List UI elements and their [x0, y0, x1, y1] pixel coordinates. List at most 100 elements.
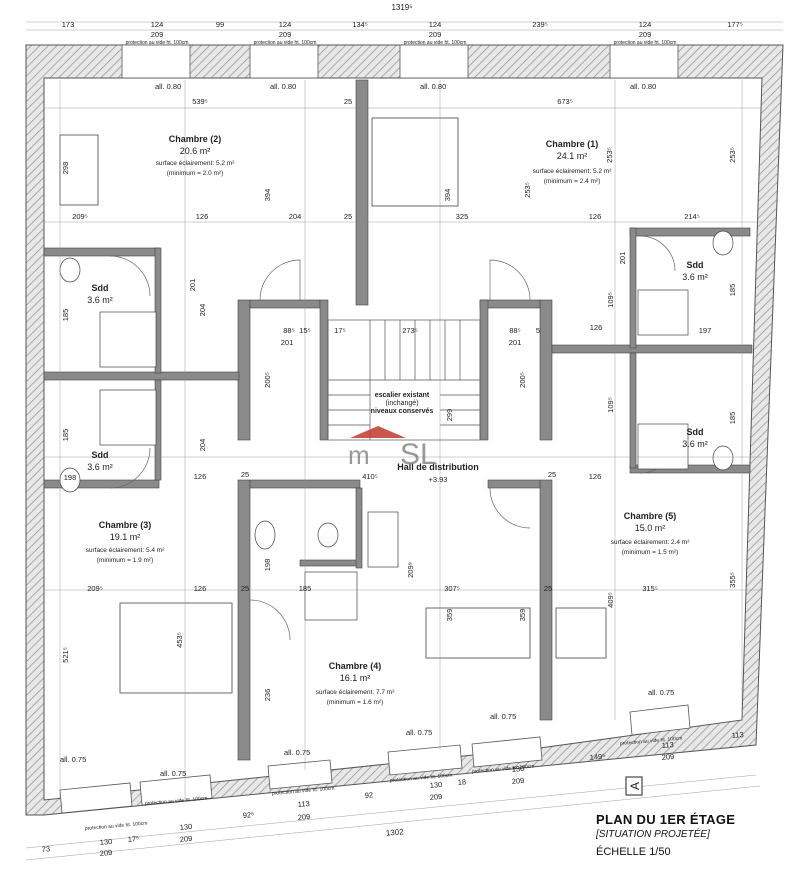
bottom-seg-6: 113 [297, 799, 310, 809]
logo-watermark: m SL [340, 424, 456, 471]
dim-126-b: 126 [589, 212, 602, 221]
allege-bot-1: all. 0.75 [60, 755, 86, 764]
dim-355: 355⁵ [728, 572, 737, 588]
allege-bot-6: all. 0.75 [648, 688, 674, 697]
section-letter: A [628, 782, 642, 790]
window-width-1: 209 [151, 30, 164, 39]
allege-bot-5: all. 0.75 [490, 712, 516, 721]
room-chambre2-name: Chambre (2) [169, 134, 222, 144]
dim-204-a: 204 [289, 212, 302, 221]
bottom-overall: 1302 [386, 827, 405, 838]
dim-126-e: 126 [589, 472, 602, 481]
room-chambre5-name: Chambre (5) [624, 511, 677, 521]
room-chambre4-name: Chambre (4) [329, 661, 382, 671]
dim-236: 236 [263, 689, 272, 702]
protection-bot-3: protection au vide ht. 100cm [272, 786, 335, 797]
overall-width: 1319⁵ [391, 3, 412, 12]
room-chambre2-surf: surface éclairement: 5.2 m² [156, 160, 236, 167]
dim-185-b: 185 [61, 429, 70, 442]
dim-209-5-b: 209⁵ [87, 584, 103, 593]
stair-label-2: (inchangé) [385, 400, 418, 407]
top-seg-2: 124 [151, 20, 164, 29]
room-chambre5-area: 15.0 m² [635, 523, 666, 533]
top-seg-7: 239⁵ [532, 20, 548, 29]
dim-197: 197 [699, 326, 712, 335]
dim-253-a: 253⁵ [523, 182, 532, 198]
room-sdd1-area: 3.6 m² [87, 295, 113, 305]
room-chambre1-min: (minimum = 2.4 m²) [544, 178, 601, 185]
top-seg-5: 134⁵ [352, 20, 368, 29]
bottom-seg-8: 130 [429, 780, 442, 790]
allege-bot-3: all. 0.75 [284, 748, 310, 757]
room-hall-name: Hall de distribution [397, 462, 479, 472]
dim-298: 298 [61, 162, 70, 175]
dim-185-d: 185 [728, 412, 737, 425]
allege-bot-2: all. 0.75 [160, 769, 186, 778]
protection-bot-1: protection au vide ht. 100cm [85, 821, 148, 832]
protection-2: protection au vide ht. 100cm [254, 40, 317, 46]
dim-315: 315⁵ [642, 584, 658, 593]
bed-chambre2 [59, 134, 99, 206]
dim-299: 299 [445, 409, 454, 422]
protection-bot-2: protection au vide ht. 100cm [145, 796, 208, 807]
top-seg-3: 99 [216, 20, 224, 29]
outer-walls [25, 44, 784, 816]
dim-201-a: 201 [188, 279, 197, 292]
room-sdd3-area: 3.6 m² [682, 272, 708, 282]
dim-410: 410⁵ [362, 472, 378, 481]
logo-prefix: m [348, 440, 370, 468]
bottom-win-3: 209 [297, 812, 310, 822]
dim-109-b: 109⁵ [606, 397, 615, 413]
bottom-win-1: 209 [99, 848, 112, 858]
top-seg-9: 177⁵ [727, 20, 743, 29]
dim-126-f: 126 [194, 584, 207, 593]
bottom-seg-13: 113 [731, 730, 744, 740]
bottom-seg-4: 130 [179, 822, 192, 832]
room-sdd3-name: Sdd [687, 260, 704, 270]
bottom-seg-9: 18 [457, 777, 466, 787]
dim-88-b: 88⁵ [509, 326, 520, 335]
protection-bot-5: protection au vide ht. 100cm [472, 764, 535, 775]
dim-109-a: 109⁵ [606, 292, 615, 308]
allege-top-2: all. 0.80 [270, 82, 296, 91]
room-chambre3-area: 19.1 m² [110, 532, 141, 542]
dim-521: 521⁵ [61, 647, 70, 663]
dim-200-b: 200⁵ [518, 372, 527, 388]
logo-text: SL [400, 438, 437, 468]
top-seg-4: 124 [279, 20, 292, 29]
top-seg-1: 173 [62, 20, 75, 29]
dim-325: 325 [456, 212, 469, 221]
title-block: PLAN DU 1ER ÉTAGE [SITUATION PROJETÉE] É… [596, 812, 801, 858]
dim-185-a: 185 [61, 309, 70, 322]
dim-539: 539⁵ [192, 97, 208, 106]
allege-top-3: all. 0.80 [420, 82, 446, 91]
dim-201-b: 201 [618, 252, 627, 265]
top-seg-8: 124 [639, 20, 652, 29]
dim-25-a: 25 [344, 97, 352, 106]
dim-359-b: 359 [518, 609, 527, 622]
dim-126-c: 126 [590, 323, 603, 332]
door-swings [109, 235, 676, 641]
dim-204-b: 204 [198, 304, 207, 317]
bottom-win-5: 209 [511, 776, 524, 786]
bottom-seg-3: 17⁵ [127, 834, 139, 844]
protection-bot-6: protection au vide ht. 100cm [620, 736, 683, 747]
bottom-seg-2: 130 [99, 837, 112, 847]
room-chambre3-min: (minimum = 1.9 m²) [97, 557, 154, 564]
dim-453: 453⁵ [175, 632, 184, 648]
dim-185-c: 185 [728, 284, 737, 297]
dim-200-a: 200⁵ [263, 372, 272, 388]
dim-25-b: 25 [344, 212, 352, 221]
dim-209-5: 209⁵ [72, 212, 88, 221]
dim-409: 409⁵ [606, 592, 615, 608]
plan-title: PLAN DU 1ER ÉTAGE [596, 812, 736, 827]
plan-subtitle: [SITUATION PROJETÉE] [596, 829, 710, 840]
staircase [327, 319, 481, 441]
bottom-seg-12: 113 [661, 740, 674, 750]
stair-label-1: escalier existant [375, 392, 430, 399]
bed-chambre5 [555, 607, 607, 659]
room-chambre1-area: 24.1 m² [557, 151, 588, 161]
dim-25-c: 25 [241, 470, 249, 479]
dim-15: 15⁵ [299, 326, 310, 335]
dim-88-a: 88⁵ [283, 326, 294, 335]
